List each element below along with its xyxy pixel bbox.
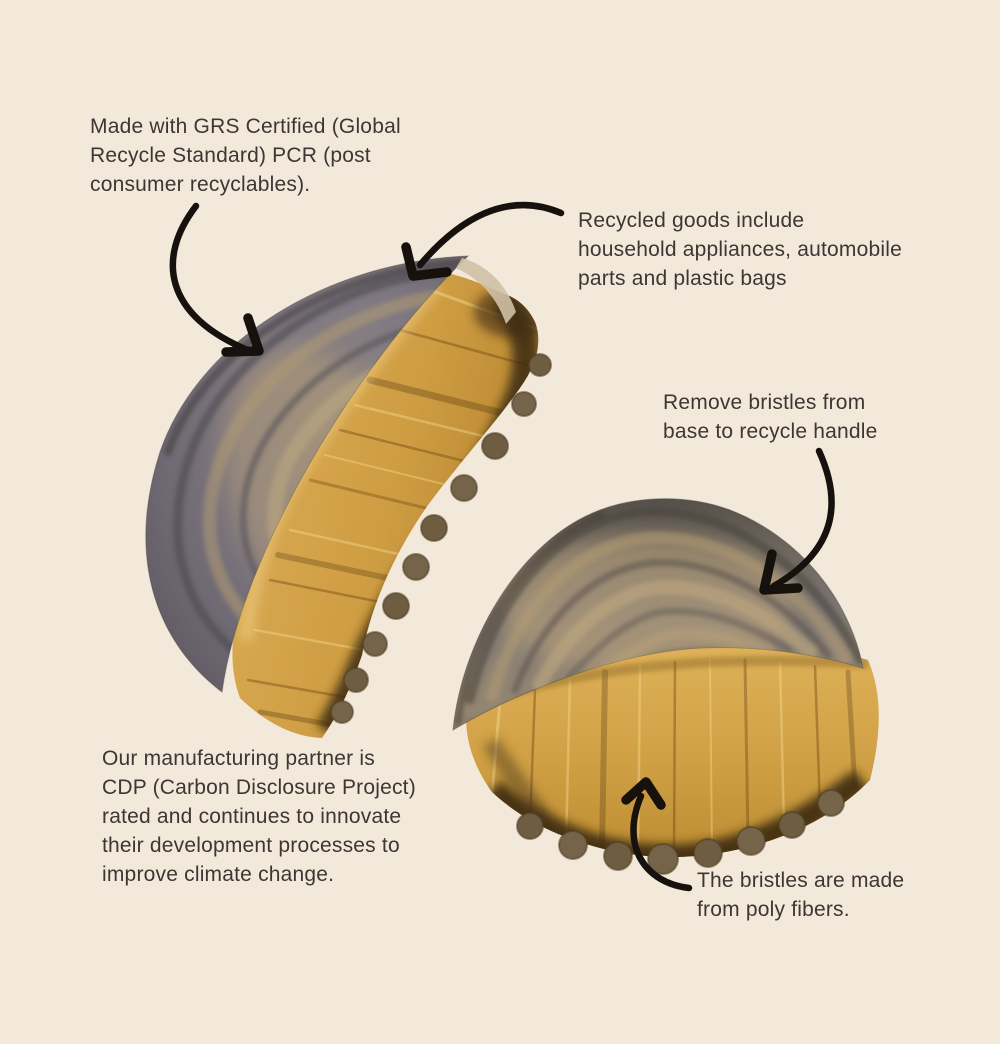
small-brush-handle — [452, 498, 864, 731]
arrowhead — [759, 549, 803, 595]
small-brush — [452, 498, 879, 875]
annotation-line: Made with GRS Certified (Global — [90, 115, 401, 138]
annotation-line: their development processes to — [102, 834, 400, 857]
bristle-band — [466, 641, 879, 858]
arrow-recycled-goods-to-large-brush — [401, 201, 565, 281]
annotation-line: improve climate change. — [102, 863, 335, 886]
annotation-line: consumer recyclables). — [90, 173, 311, 196]
annotation-grs: Made with GRS Certified (Global Recycle … — [90, 112, 401, 199]
annotation-line: Remove bristles from — [663, 391, 866, 414]
annotation-line: household appliances, automobile — [578, 238, 902, 261]
annotation-line: parts and plastic bags — [578, 267, 787, 290]
annotation-arrows — [169, 201, 835, 892]
annotation-manufacturing-partner: Our manufacturing partner is CDP (Carbon… — [102, 744, 416, 889]
arrow-remove-bristles-to-small-brush — [759, 447, 835, 595]
large-brush-nubs — [330, 353, 552, 724]
annotation-recycled-goods: Recycled goods include household applian… — [578, 206, 902, 293]
bristle-band — [232, 270, 539, 738]
annotation-line: rated and continues to innovate — [102, 805, 402, 828]
handle-top-edge — [456, 258, 516, 324]
arrowhead — [621, 777, 666, 810]
arrowhead — [221, 313, 264, 357]
arrow-grs-to-large-brush — [169, 202, 264, 357]
annotation-line: CDP (Carbon Disclosure Project) — [102, 776, 416, 799]
annotation-poly-fibers: The bristles are made from poly fibers. — [697, 866, 904, 924]
annotation-line: Our manufacturing partner is — [102, 747, 375, 770]
annotation-line: base to recycle handle — [663, 420, 878, 443]
annotation-line: The bristles are made — [697, 869, 905, 892]
small-brush-nubs — [516, 789, 845, 875]
annotation-line: from poly fibers. — [697, 898, 850, 921]
arrow-poly-fibers-to-bristles — [621, 777, 693, 892]
annotation-line: Recycled goods include — [578, 209, 805, 232]
annotation-remove-bristles: Remove bristles from base to recycle han… — [663, 388, 878, 446]
annotation-line: Recycle Standard) PCR (post — [90, 144, 371, 167]
large-brush — [145, 255, 552, 738]
arrowhead — [401, 242, 452, 281]
